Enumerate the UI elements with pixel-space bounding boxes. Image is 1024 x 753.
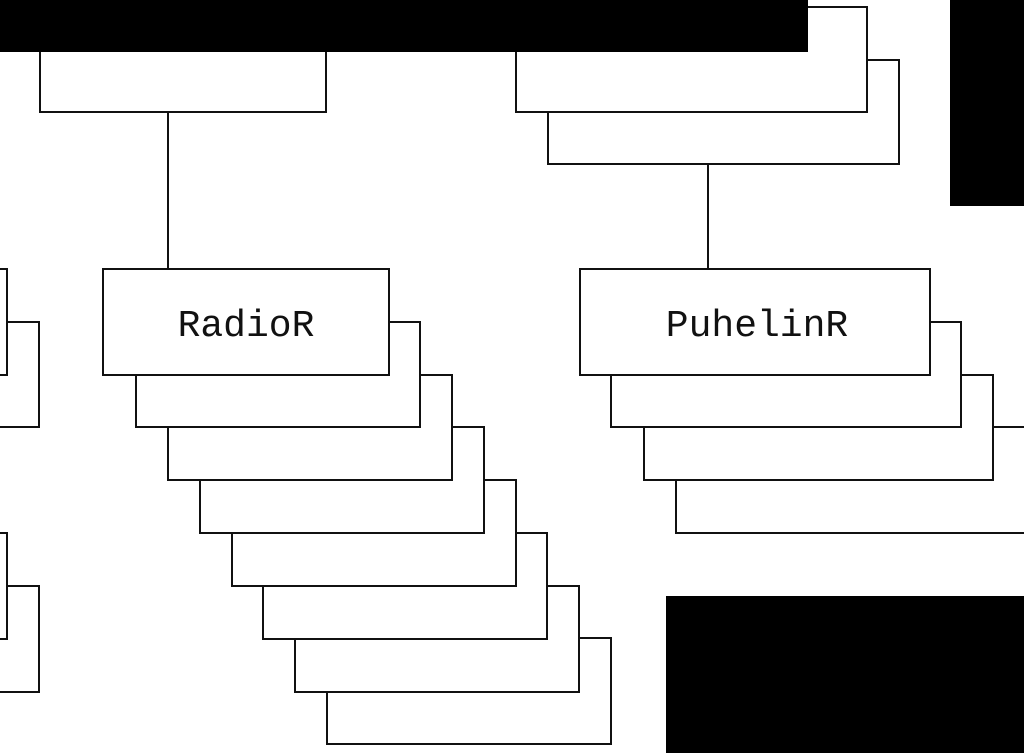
partial-box: [0, 532, 8, 640]
puhelinr-box: [579, 268, 931, 376]
left-edge-partial-stack-upper: [0, 268, 40, 428]
left-edge-partial-stack-lower: [0, 532, 40, 693]
radior-box: [102, 268, 390, 376]
puhelinr-label: PuhelinR: [666, 305, 848, 348]
redaction-bar-top-right: [950, 0, 1024, 206]
redaction-bar-bottom-right: [666, 596, 1024, 753]
partial-box: [0, 268, 8, 376]
radior-stack: RadioR: [102, 268, 612, 745]
puhelinr-stack: PuhelinR: [579, 268, 1024, 534]
redaction-bar-top: [0, 0, 808, 52]
radior-label: RadioR: [178, 305, 315, 348]
